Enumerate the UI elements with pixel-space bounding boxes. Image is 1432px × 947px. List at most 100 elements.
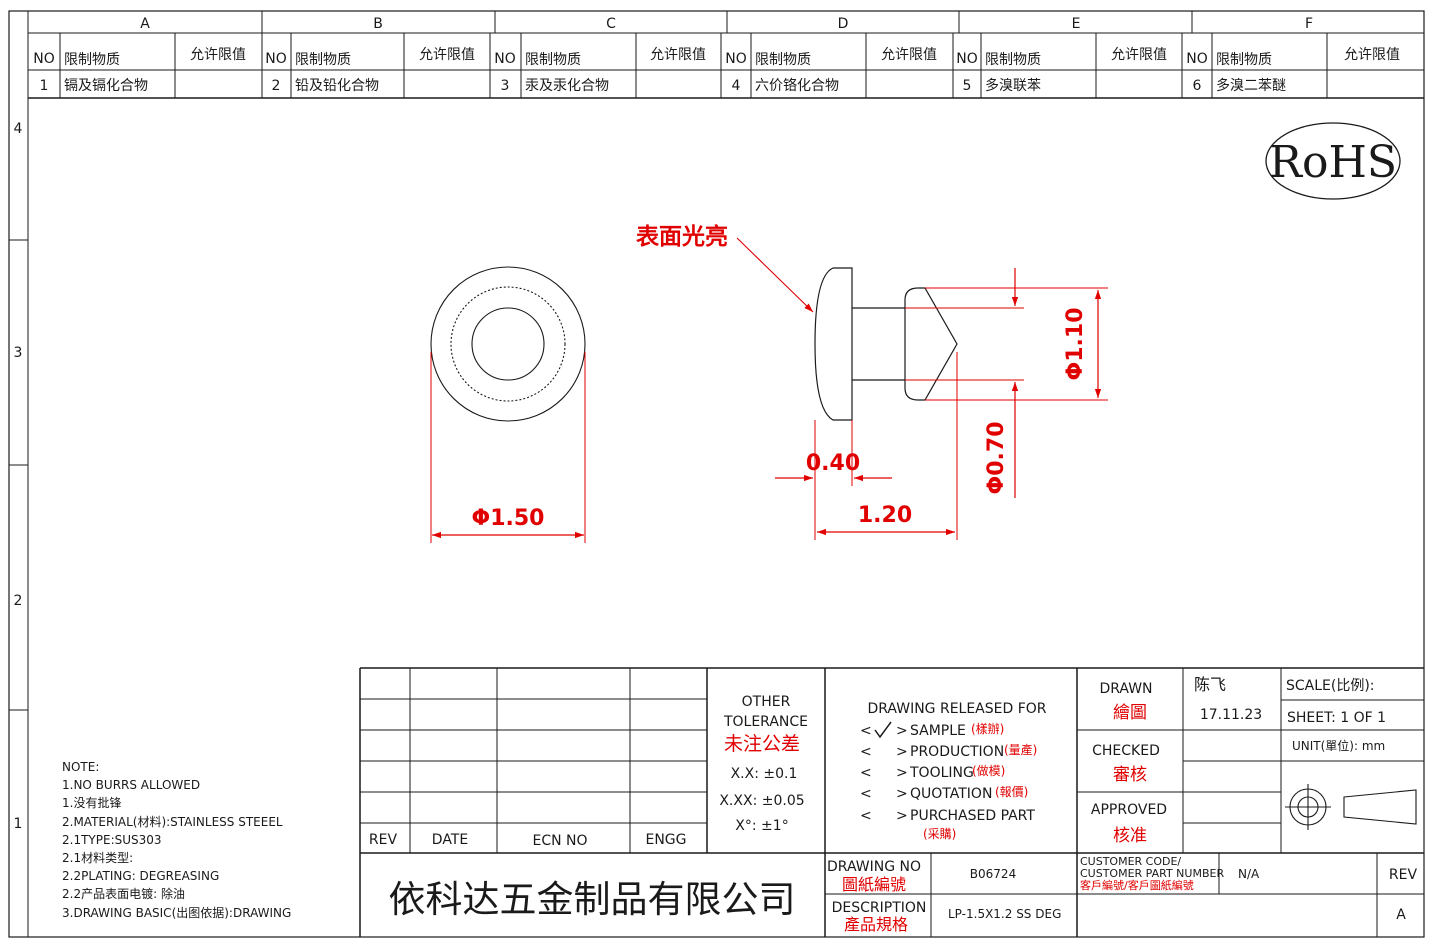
drawn-date: 17.11.23 bbox=[1200, 707, 1262, 723]
description: LP-1.5X1.2 SS DEG bbox=[948, 907, 1061, 921]
substance-name: 六价铬化合物 bbox=[755, 78, 839, 94]
substance-name: 汞及汞化合物 bbox=[525, 78, 609, 94]
checked-label-cn: 審核 bbox=[1113, 765, 1147, 785]
projection-symbol-icon bbox=[1285, 784, 1417, 830]
rev-value: A bbox=[1396, 907, 1406, 923]
release-option-cn: (做模) bbox=[972, 763, 1005, 778]
drawn-by: 陈飞 bbox=[1194, 675, 1226, 694]
tolerance-xx: X.X: ±0.1 bbox=[731, 766, 798, 782]
customer-code: N/A bbox=[1238, 867, 1260, 881]
substance-name: 铅及铅化合物 bbox=[295, 78, 379, 94]
tolerance-deg: X°: ±1° bbox=[735, 818, 788, 834]
check-mark-icon bbox=[874, 721, 892, 739]
drawing-no: B06724 bbox=[970, 867, 1016, 881]
approved-label: APPROVED bbox=[1091, 802, 1167, 818]
release-option-cn: (報價) bbox=[995, 785, 1028, 799]
frame bbox=[8, 10, 1425, 938]
svg-text:<: < bbox=[860, 765, 872, 781]
svg-text:>: > bbox=[896, 723, 908, 739]
hdr-no-6: NO bbox=[1186, 51, 1208, 67]
company-name: 依科达五金制品有限公司 bbox=[389, 878, 796, 921]
zone-col-c: C bbox=[606, 16, 616, 32]
svg-text:>: > bbox=[896, 786, 908, 802]
zone-col-a: A bbox=[140, 16, 150, 32]
hdr-no-3: NO bbox=[494, 51, 516, 67]
rohs-text: RoHS bbox=[1269, 137, 1397, 188]
release-option-cn: (量產) bbox=[1004, 742, 1037, 757]
substance-no: 2 bbox=[272, 78, 281, 94]
substance-no: 3 bbox=[501, 78, 510, 94]
ecn-header: ECN NO bbox=[532, 833, 587, 849]
customer-code-label-cn: 客戶編號/客戶圖紙編號 bbox=[1080, 878, 1194, 892]
dim-d070: Φ0.70 bbox=[905, 268, 1024, 498]
note-line: 3.DRAWING BASIC(出图依据):DRAWING bbox=[62, 905, 291, 920]
zone-row-4: 4 bbox=[14, 121, 23, 137]
surface-note-label: 表面光亮 bbox=[636, 223, 728, 250]
hdr-no-1: NO bbox=[33, 51, 55, 67]
hdr-substance-3: 限制物质 bbox=[525, 52, 581, 68]
dim-l040: 0.40 bbox=[775, 420, 892, 540]
hdr-limit-4: 允许限值 bbox=[881, 47, 937, 63]
release-option: < > PRODUCTION (量產) bbox=[860, 742, 1037, 760]
svg-text:<: < bbox=[860, 744, 872, 760]
release-option: < > QUOTATION (報價) bbox=[860, 785, 1028, 802]
hdr-limit-1: 允许限值 bbox=[190, 47, 246, 63]
tolerance-xxx: X.XX: ±0.05 bbox=[719, 793, 804, 809]
substance-name: 多溴联苯 bbox=[985, 77, 1041, 94]
dim-d070-label: Φ0.70 bbox=[984, 422, 1009, 495]
scale-label: SCALE(比例): bbox=[1286, 678, 1375, 694]
release-option-label: PRODUCTION bbox=[910, 744, 1004, 760]
drawing-info: DRAWING NO 圖紙編號 B06724 CUSTOMER CODE/ CU… bbox=[827, 855, 1417, 934]
customer-code-label-1: CUSTOMER CODE/ bbox=[1080, 855, 1181, 868]
dim-d110: Φ1.10 bbox=[925, 287, 1108, 401]
substance-no: 5 bbox=[963, 78, 972, 94]
dim-l120: 1.20 bbox=[817, 352, 958, 540]
hdr-limit-2: 允许限值 bbox=[419, 47, 475, 63]
hdr-no-2: NO bbox=[265, 51, 287, 67]
release-option: < > SAMPLE (樣辦) bbox=[860, 721, 1004, 739]
title-block-grid bbox=[359, 667, 1424, 937]
dim-d110-label: Φ1.10 bbox=[1063, 308, 1088, 381]
rev-label: REV bbox=[1389, 867, 1418, 883]
dim-d150: Φ1.50 bbox=[430, 352, 586, 543]
zone-row-2: 2 bbox=[14, 593, 23, 609]
release-title: DRAWING RELEASED FOR bbox=[867, 701, 1046, 717]
hdr-no-4: NO bbox=[725, 51, 747, 67]
note-line: 2.2产品表面电镀: 除油 bbox=[62, 886, 185, 901]
checked-label: CHECKED bbox=[1092, 743, 1160, 759]
restricted-substances-table: NO 限制物质 允许限值 NO 限制物质 允许限值 NO 限制物质 允许限值 N… bbox=[28, 33, 1424, 98]
approval-block: DRAWN 繪圖 陈飞 17.11.23 CHECKED 審核 APPROVED… bbox=[1091, 675, 1386, 846]
release-option-label: QUOTATION bbox=[910, 786, 992, 802]
tolerance-block: OTHER TOLERANCE 未注公差 X.X: ±0.1 X.XX: ±0.… bbox=[719, 694, 808, 834]
note-line: 1.没有批锋 bbox=[62, 795, 121, 810]
hdr-limit-5: 允许限值 bbox=[1111, 47, 1167, 63]
sheet-label: SHEET: 1 OF 1 bbox=[1287, 710, 1386, 726]
zone-row-1: 1 bbox=[14, 816, 23, 832]
rohs-mark: RoHS bbox=[1265, 122, 1401, 200]
svg-text:<: < bbox=[860, 786, 872, 802]
rev-header: REV bbox=[369, 832, 398, 848]
release-option-cn: (樣辦) bbox=[971, 721, 1004, 736]
svg-text:<: < bbox=[860, 808, 872, 824]
hdr-limit-3: 允许限值 bbox=[650, 47, 706, 63]
release-option: <> TOOLING (做模) bbox=[860, 763, 1005, 781]
front-view bbox=[430, 266, 586, 422]
description-label: DESCRIPTION bbox=[832, 900, 927, 916]
release-option-label: SAMPLE bbox=[910, 723, 966, 739]
tolerance-title-2: TOLERANCE bbox=[723, 714, 808, 730]
tolerance-title-1: OTHER bbox=[742, 694, 791, 710]
drawing-no-label-cn: 圖紙編號 bbox=[842, 875, 906, 894]
zone-col-f: F bbox=[1305, 16, 1313, 32]
substance-name: 镉及镉化合物 bbox=[64, 78, 148, 94]
svg-text:>: > bbox=[896, 744, 908, 760]
release-option-label: PURCHASED PART bbox=[910, 808, 1035, 824]
dim-d150-label: Φ1.50 bbox=[472, 506, 545, 531]
svg-text:<: < bbox=[860, 723, 872, 739]
tolerance-title-cn: 未注公差 bbox=[724, 733, 800, 755]
hdr-substance-5: 限制物质 bbox=[985, 52, 1041, 68]
note-line: 2.1材料类型: bbox=[62, 851, 133, 865]
surface-note: 表面光亮 bbox=[636, 223, 814, 313]
hdr-substance-1: 限制物质 bbox=[64, 52, 120, 68]
notes-block: NOTE: 1.NO BURRS ALLOWED 1.没有批锋 2.MATERI… bbox=[62, 760, 291, 920]
